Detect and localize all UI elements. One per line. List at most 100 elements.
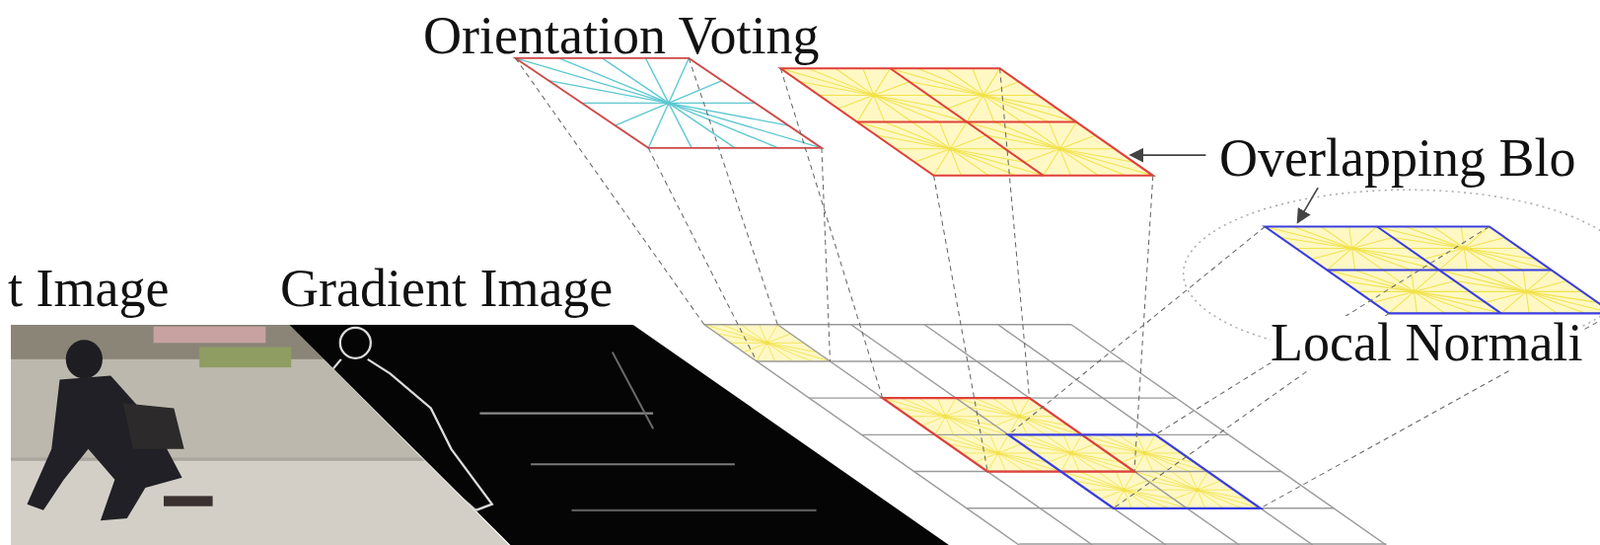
orientation-ray — [1189, 471, 1198, 491]
orientation-ray — [1173, 489, 1198, 499]
orientation-ray — [1186, 489, 1198, 509]
orientation-ray — [987, 452, 999, 472]
ray-centre — [943, 413, 948, 419]
person-head — [66, 339, 103, 378]
orientation-ray — [1310, 247, 1352, 259]
orientation-ray — [1021, 122, 1061, 149]
orientation-ray — [1123, 489, 1168, 509]
orientation-ray — [559, 58, 669, 103]
orientation-ray — [994, 122, 1061, 149]
orientation-ray — [1121, 452, 1146, 462]
orientation-ray — [1137, 434, 1146, 453]
orientation-ray — [995, 416, 1019, 426]
orientation-ray — [1018, 397, 1030, 417]
orientation-ray — [1099, 434, 1145, 453]
orientation-ray — [1373, 290, 1414, 302]
orientation-ray — [767, 342, 812, 362]
orientation-ray — [949, 148, 1017, 176]
orientation-ray — [998, 434, 1010, 453]
orientation-ray — [1463, 247, 1551, 270]
orientation-ray — [1018, 416, 1064, 436]
orientation-ray — [1197, 489, 1206, 509]
orientation-ray — [945, 416, 954, 436]
orientation-ray — [1495, 269, 1527, 291]
ray-centre — [1057, 145, 1063, 151]
ray-centre — [1142, 450, 1148, 456]
gradient-image — [286, 324, 959, 545]
orientation-ray — [914, 148, 950, 163]
photo-shoes — [163, 495, 214, 506]
orientation-ray — [1197, 489, 1242, 509]
projection-line — [648, 147, 757, 362]
orientation-ray — [1082, 434, 1146, 453]
orientation-ray — [1280, 236, 1353, 248]
ray-centre — [666, 100, 672, 106]
orientation-ray — [1061, 471, 1125, 491]
orientation-ray — [873, 94, 913, 122]
orientation-ray — [615, 102, 669, 126]
orientation-ray — [1079, 471, 1124, 491]
orientation-ray — [1355, 269, 1415, 291]
ray-centre — [1121, 487, 1127, 493]
yellow-cell — [966, 122, 1154, 176]
orientation-ray — [945, 68, 984, 95]
orientation-ray — [998, 451, 1035, 453]
orientation-ray — [1433, 225, 1464, 248]
orientation-ray — [668, 102, 779, 147]
orientation-ray — [900, 397, 946, 417]
photo-pink — [153, 326, 267, 344]
ray-centre — [764, 340, 770, 346]
orientation-ray — [882, 397, 946, 417]
orientation-rays — [1377, 225, 1552, 270]
orientation-ray — [934, 148, 951, 176]
yellow-cell — [889, 68, 1077, 122]
orientation-ray — [884, 122, 951, 149]
block-divider — [857, 120, 1077, 123]
orientation-ray — [1145, 443, 1169, 453]
orientation-ray — [1392, 236, 1465, 248]
orientation-ray — [1153, 471, 1198, 491]
orientation-ray — [998, 452, 1043, 472]
orientation-ray — [953, 434, 999, 453]
orientation-ray — [1047, 452, 1072, 462]
orientation-ray — [1460, 225, 1464, 248]
yellow-cell — [1377, 225, 1552, 270]
orientation-ray — [949, 148, 961, 176]
orientation-ray — [767, 324, 779, 344]
orientation-ray — [1059, 147, 1115, 149]
orientation-ray — [935, 434, 999, 453]
grid-line — [704, 323, 1072, 325]
ray-centre — [1461, 245, 1467, 251]
figure-label: Gradient Image — [280, 261, 613, 315]
orientation-ray — [1071, 452, 1080, 472]
grid-line — [998, 324, 1313, 545]
orientation-ray — [1018, 416, 1046, 436]
orientation-ray — [1123, 480, 1148, 490]
figure-label: Local Normali — [1270, 315, 1583, 369]
orientation-ray — [955, 397, 1019, 417]
orientation-ray — [873, 81, 910, 96]
orientation-ray — [780, 68, 873, 95]
orientation-ray — [1011, 397, 1019, 417]
orientation-ray — [1413, 290, 1445, 313]
orientation-ray — [1423, 247, 1464, 259]
orientation-ray — [1197, 471, 1209, 491]
gradient-edge — [479, 412, 654, 415]
projection-line — [1260, 312, 1600, 508]
projection-lines — [515, 58, 1600, 509]
orientation-rays — [1134, 471, 1261, 509]
gradient-head — [340, 327, 371, 359]
orientation-ray — [1413, 280, 1455, 291]
orientation-ray — [668, 80, 723, 104]
orientation-ray — [1071, 443, 1095, 453]
orientation-ray — [1145, 452, 1209, 472]
orientation-ray — [1071, 452, 1116, 472]
orientation-ray — [1454, 280, 1528, 291]
orientation-ray — [818, 94, 874, 96]
orientation-ray — [1063, 434, 1072, 453]
orientation-ray — [961, 451, 999, 453]
orientation-ray — [998, 452, 1007, 472]
orientation-ray — [1115, 471, 1124, 491]
label-holder: Local Normali — [1270, 315, 1583, 369]
